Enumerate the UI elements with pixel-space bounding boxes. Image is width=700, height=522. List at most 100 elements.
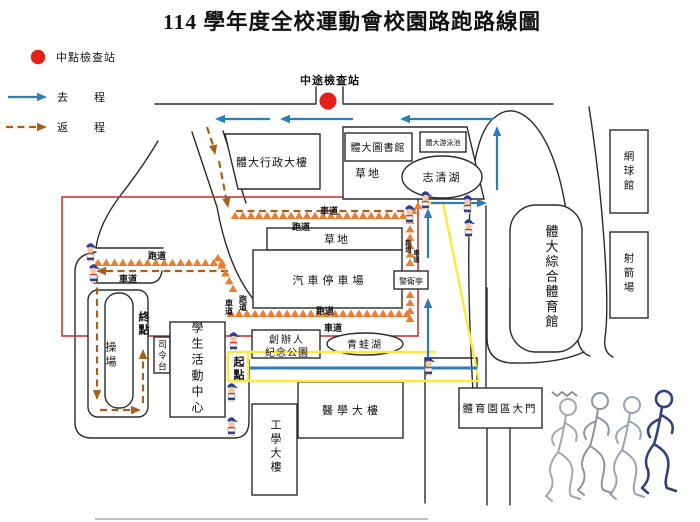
car-lane-label-left: 車道	[119, 273, 137, 284]
traffic-cone-icon	[405, 250, 415, 258]
traffic-cone-icon	[413, 201, 423, 209]
traffic-cone-icon	[213, 253, 223, 261]
traffic-cone-icon	[358, 211, 368, 219]
parking-label: 汽車停車場	[293, 273, 368, 287]
outbound-arrowhead-icon	[423, 208, 433, 218]
traffic-cone-icon	[322, 309, 332, 317]
running-lane-label-left: 跑道	[148, 250, 166, 261]
east-road-edge	[588, 106, 614, 358]
student-center-shape	[169, 321, 226, 418]
traffic-cone-icon	[168, 258, 177, 266]
medical-label: 醫學大樓	[322, 403, 382, 417]
outbound-arrowhead-icon	[400, 114, 410, 124]
traffic-cone-icon	[314, 309, 324, 317]
traffic-cone-icon	[101, 258, 111, 266]
grass-strip-label: 草地	[324, 233, 350, 246]
traffic-cone-icon	[159, 258, 169, 266]
runner-figure-icon	[89, 263, 101, 284]
archery-label: 射箭場	[623, 251, 634, 295]
frog-lake-label: 青蛙湖	[347, 338, 383, 351]
engineering-shape	[251, 403, 298, 496]
gym-building-shape	[509, 204, 583, 353]
left-street-south-edge	[93, 270, 163, 284]
traffic-cone-icon	[258, 309, 268, 317]
traffic-cone-icon	[405, 290, 415, 298]
legend: 中點檢查站 去程 返程	[6, 49, 131, 134]
runner-figure-icon	[464, 218, 476, 239]
gym-south-road-outer	[486, 287, 585, 364]
traffic-cone-icon	[228, 284, 238, 292]
traffic-cone-icon	[330, 309, 340, 317]
traffic-cone-icon	[242, 309, 252, 317]
traffic-cone-icon	[176, 258, 186, 266]
lake-shape	[401, 155, 483, 199]
guard-booth-shape	[393, 270, 429, 290]
frog-lake-shape	[326, 332, 404, 356]
return-arrowhead-icon	[131, 405, 141, 415]
traffic-cone-icon	[266, 309, 276, 317]
legend-return-label: 返程	[57, 121, 131, 134]
traffic-cone-icon	[302, 211, 312, 219]
pool-shape	[419, 131, 467, 153]
map-labels: 114 學年度全校運動會校園路跑路線圖 中途檢查站 體大行政大樓 體大圖書館 體…	[104, 9, 634, 475]
runner-figure-icon	[229, 331, 241, 352]
runner-figure-icon	[227, 382, 239, 403]
legend-outbound-label: 去程	[57, 91, 131, 104]
return-diagonal-2	[217, 160, 229, 204]
traffic-cone-icon	[350, 211, 360, 219]
finish-label: 終點	[137, 310, 151, 337]
traffic-cone-icon	[405, 298, 415, 306]
traffic-cone-icon	[274, 309, 284, 317]
traffic-cone-icon	[93, 258, 103, 266]
outbound-arrowhead-icon	[37, 92, 47, 102]
return-arrowhead-icon	[37, 122, 47, 132]
traffic-cone-icon	[217, 258, 227, 266]
traffic-cone-icon	[294, 211, 304, 219]
traffic-cone-icon	[254, 211, 264, 219]
outbound-route	[219, 117, 499, 370]
sports-field-infield	[104, 292, 134, 409]
car-lane-label-frog: 車道	[324, 322, 342, 333]
traffic-cone-icon	[224, 277, 234, 285]
traffic-cone-icon	[184, 258, 194, 266]
gate-shape	[458, 387, 543, 429]
traffic-cone-icon	[386, 309, 396, 317]
traffic-cone-icon	[318, 211, 328, 219]
traffic-cone-icon	[354, 309, 364, 317]
return-route	[95, 126, 404, 412]
return-arrowhead-icon	[138, 349, 148, 359]
gym-label: 體大綜合體育館	[544, 225, 559, 330]
outbound-arrowhead-icon	[423, 298, 433, 308]
student-center-label: 學生活動中心	[190, 321, 204, 417]
gate-label: 體育園區大門	[463, 402, 538, 415]
sprinter-sketch-icon	[545, 398, 581, 502]
mid-checkpoint-dot-icon	[319, 92, 337, 110]
generated-map-symbols	[37, 92, 502, 437]
west-ring-road	[74, 251, 250, 439]
traffic-cone-icon	[378, 309, 388, 317]
runner-hair-squiggle	[551, 390, 578, 398]
archery-field-shape	[609, 231, 649, 319]
sprinter-sketch-icon	[609, 396, 645, 500]
upper-grass-label: 草地	[355, 167, 381, 180]
traffic-cone-icon	[282, 309, 292, 317]
return-diagonal-1	[205, 126, 217, 152]
traffic-cone-icon	[118, 258, 128, 266]
traffic-cone-icon	[334, 211, 344, 219]
sprinter-sketch-icon	[577, 392, 613, 496]
runner-figure-icon	[227, 416, 239, 437]
traffic-cone-icon	[234, 309, 244, 317]
traffic-cone-icon	[310, 211, 320, 219]
sprinter-sketch-icon	[640, 389, 678, 495]
traffic-cone-icon	[390, 211, 400, 219]
traffic-cone-icon	[192, 258, 202, 266]
traffic-cone-icon	[298, 309, 308, 317]
parking-shape	[252, 249, 403, 309]
traffic-cone-icon	[201, 258, 210, 266]
traffic-cone-icon	[246, 211, 256, 219]
outbound-arrowhead-icon	[477, 198, 487, 208]
return-arrowhead-icon	[209, 144, 218, 155]
library-label: 體大圖書館	[351, 141, 406, 154]
traffic-cone-icon	[402, 309, 412, 317]
traffic-cone-icon	[366, 211, 376, 219]
